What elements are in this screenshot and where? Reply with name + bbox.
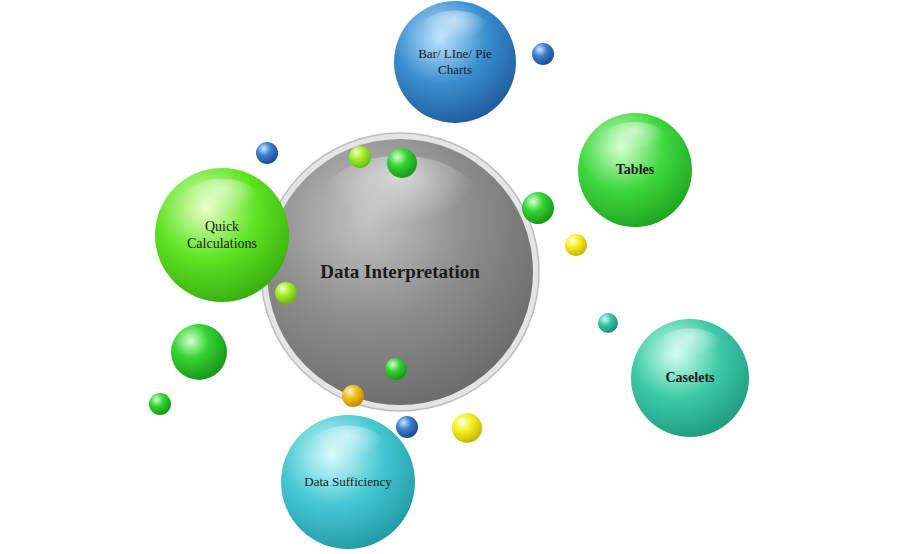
topic-circle: Data Sufficiency bbox=[280, 414, 416, 550]
topic-label: Data Interpretation bbox=[315, 260, 485, 284]
topic-circle: Quick Calculations bbox=[154, 167, 290, 303]
topic-label: Data Sufficiency bbox=[300, 474, 396, 490]
topic-label: Quick Calculations bbox=[172, 218, 272, 253]
topic-label: Bar/ LIne/ Pie Charts bbox=[413, 46, 497, 79]
topic-circle: Data Interpretation bbox=[260, 132, 540, 412]
topic-label: Caselets bbox=[647, 369, 733, 387]
topic-circle: Caselets bbox=[630, 318, 750, 438]
circle-shape bbox=[154, 167, 290, 303]
topic-circle: Bar/ LIne/ Pie Charts bbox=[393, 0, 517, 124]
topic-label: Tables bbox=[595, 161, 675, 179]
topic-circle: Tables bbox=[577, 112, 693, 228]
